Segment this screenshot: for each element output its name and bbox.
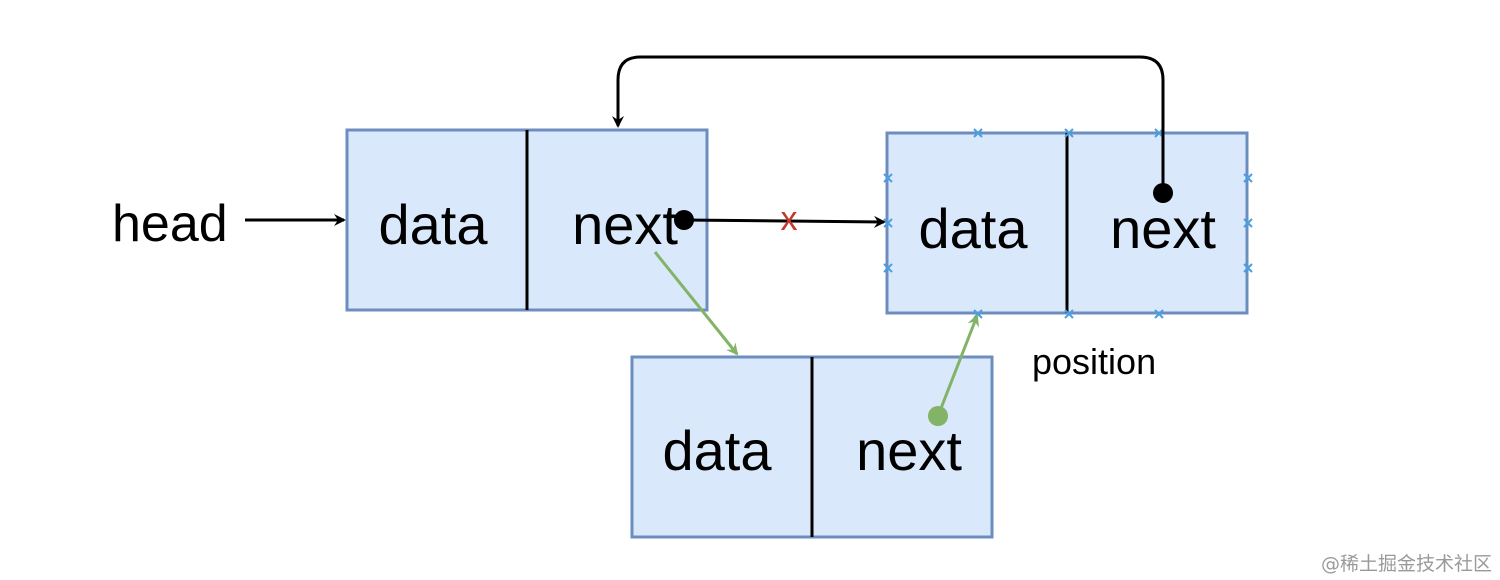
watermark: @稀土掘金技术社区: [1321, 553, 1492, 575]
new-link-from-node-3: [936, 314, 979, 417]
node-2[interactable]: data next: [885, 131, 1249, 315]
removed-link-x-mark: x: [781, 200, 798, 238]
head-label: head: [112, 195, 228, 253]
node-1-next-label: next: [572, 193, 678, 256]
new-link-to-node-3: [653, 251, 739, 356]
node-3-next-label: next: [856, 419, 962, 482]
back-link-arrow: [612, 55, 1165, 193]
node-1[interactable]: data next: [345, 128, 709, 312]
node-3-data-label: data: [663, 419, 773, 482]
node-2-data-label: data: [919, 197, 1029, 260]
node-1-data-label: data: [379, 193, 489, 256]
position-label: position: [1032, 341, 1156, 382]
removed-link-arrow: [683, 215, 886, 228]
node-2-next-label: next: [1110, 197, 1216, 260]
node-3[interactable]: data next: [630, 355, 994, 539]
node-2-selection-handles: [883, 128, 1253, 319]
